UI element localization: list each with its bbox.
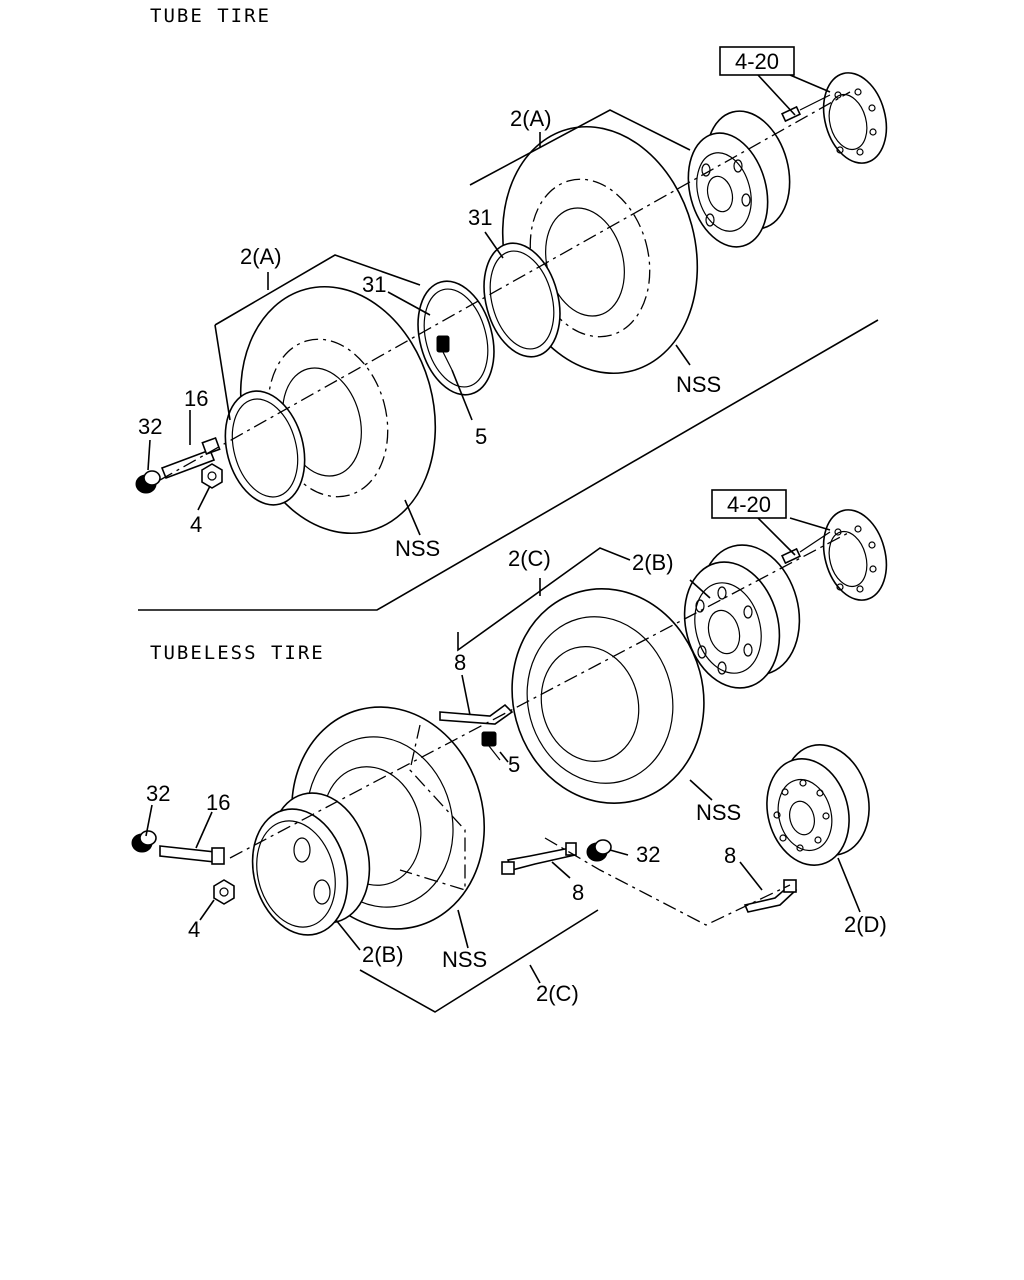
label-2c-top: 2(C) (508, 546, 551, 571)
label-8-mid: 8 (572, 880, 584, 905)
label-16-lower: 16 (206, 790, 230, 815)
label-2b-front: 2(B) (362, 942, 404, 967)
label-2b-rear: 2(B) (632, 550, 674, 575)
valve-extension-right (743, 879, 798, 913)
label-nss-lower-front: NSS (442, 947, 487, 972)
label-2c-bottom: 2(C) (536, 981, 579, 1006)
label-2a-rear: 2(A) (510, 106, 552, 131)
tubeless-section: 4-20 2(C) 2(B) 8 5 NSS 32 16 4 2(B) NSS … (131, 489, 888, 1013)
bracket-2a-front (214, 254, 421, 326)
tubeless-tire-title: TUBELESS TIRE (150, 642, 325, 664)
valve-extension-top (439, 703, 514, 725)
bracket-2c-bottom (359, 909, 599, 1013)
nut-upper (201, 463, 223, 489)
bolt-lower (159, 845, 225, 865)
tube-section: 4-20 2(A) 2(A) 31 31 16 32 4 5 NSS NSS (135, 46, 888, 561)
ref-box-upper (719, 46, 795, 76)
label-5-lower: 5 (508, 752, 520, 777)
wheel-lower-rear (683, 544, 801, 689)
flap-upper-front (417, 280, 495, 396)
valve-extension-mid (501, 842, 577, 875)
section-divider (138, 319, 879, 611)
wheel-lower-front (251, 792, 371, 936)
valve-lower (481, 731, 501, 761)
label-2a-front: 2(A) (240, 244, 282, 269)
axis-lower (229, 531, 851, 859)
label-31-front: 31 (362, 272, 386, 297)
label-4-lower: 4 (188, 917, 200, 942)
label-16-upper: 16 (184, 386, 208, 411)
cap-nut-lower-left (131, 830, 157, 853)
label-4-upper: 4 (190, 512, 202, 537)
wheel-alloy (766, 744, 870, 866)
label-5-upper: 5 (475, 424, 487, 449)
label-32-upper: 32 (138, 414, 162, 439)
label-32-lower-left: 32 (146, 781, 170, 806)
label-32-lower-right: 32 (636, 842, 660, 867)
flap-upper-rear (483, 242, 561, 358)
tube-tire-title: TUBE TIRE (150, 5, 271, 27)
hub-upper (780, 72, 888, 164)
label-31-rear: 31 (468, 205, 492, 230)
tire-lower-rear (511, 588, 705, 804)
rim-upper-rear (687, 110, 791, 248)
ref-box-upper-label: 4-20 (735, 49, 779, 74)
label-nss-upper-front: NSS (395, 536, 440, 561)
hub-lower (780, 509, 888, 601)
nut-lower (213, 879, 235, 905)
label-nss-upper-rear: NSS (676, 372, 721, 397)
ref-box-lower (711, 489, 787, 519)
bracket-2a-rear (469, 109, 691, 186)
rim-upper-front (224, 390, 306, 506)
label-8-right: 8 (724, 843, 736, 868)
label-2d: 2(D) (844, 912, 887, 937)
label-8-top: 8 (454, 650, 466, 675)
cap-nut-upper (135, 470, 161, 494)
axis-upper (159, 91, 851, 481)
valve-upper (436, 335, 453, 371)
bracket-2c-top (457, 547, 631, 652)
ref-box-lower-label: 4-20 (727, 492, 771, 517)
label-nss-lower-rear: NSS (696, 800, 741, 825)
cap-nut-lower-right (586, 839, 612, 862)
axis-alloy (544, 837, 791, 926)
